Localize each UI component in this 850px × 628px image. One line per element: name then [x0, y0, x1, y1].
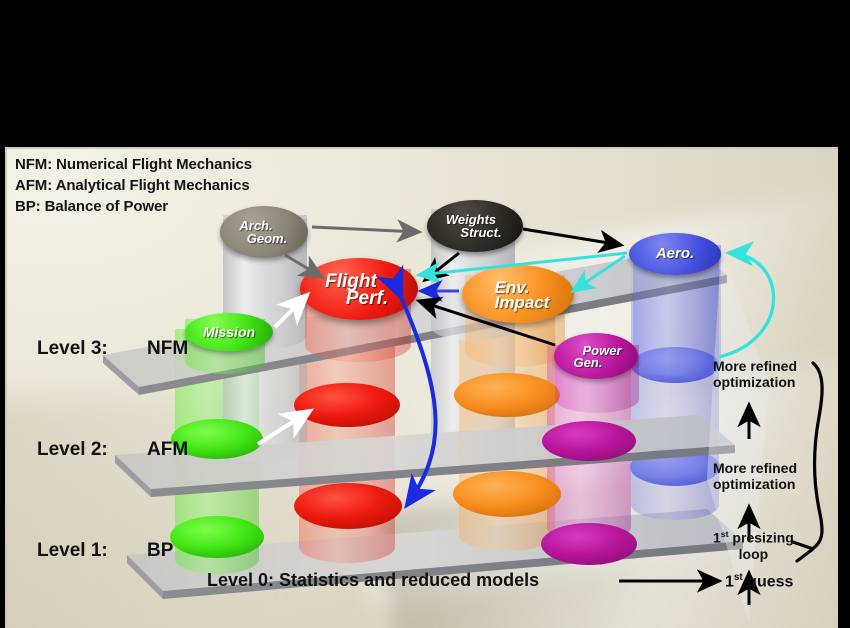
arrow-aero-to-flight [415, 251, 628, 284]
legend-line-nfm: NFM: Numerical Flight Mechanics [15, 156, 252, 173]
caption-mid-line1: More refined [713, 460, 798, 476]
caption-more-refined-top: More refined optimization [713, 358, 797, 390]
arrow-mission-to-flight [273, 291, 311, 329]
node-arch-geom[interactable]: Arch. Geom. [220, 206, 308, 258]
level-2-abbr: AFM [147, 439, 189, 460]
arrow-weights-to-aero [522, 227, 625, 253]
caption-presizing-loop: 1st presizing loop [713, 526, 794, 562]
arrow-power-to-flight [415, 296, 556, 347]
node-arch-line2: Geom. [246, 231, 288, 246]
right-brace-tip [791, 540, 815, 563]
level-1-abbr: BP [147, 540, 174, 561]
right-brace [810, 361, 824, 551]
presizing-line2: loop [738, 545, 769, 562]
diagram-panel: NFM: Numerical Flight Mechanics AFM: Ana… [5, 147, 838, 628]
node-arch-line1: Arch. [239, 217, 273, 233]
arrow-arch-to-flight [284, 253, 326, 279]
caption-top-line2: optimization [713, 374, 796, 390]
arrow-flight-vertical-loop [376, 264, 438, 509]
legend-line-bp: BP: Balance of Power [15, 198, 169, 215]
arrow-level2-green-to-red [256, 408, 315, 446]
arrow-weights-to-flight [422, 251, 460, 283]
level-2-label: Level 2: [37, 439, 108, 460]
presizing-line1: 1st presizing [713, 529, 794, 546]
node-mission-label: Mission [202, 323, 256, 340]
level-1-label: Level 1: [37, 540, 108, 561]
arrow-aero-refinement-loop [718, 241, 776, 359]
level-3-label: Level 3: [37, 338, 108, 359]
caption-top-line1: More refined [713, 358, 798, 374]
caption-mid-line2: optimization [713, 476, 796, 492]
arrow-aero-to-env [570, 254, 626, 294]
arrow-arch-to-weights [311, 219, 423, 243]
first-guess-label: 1st guess [725, 572, 794, 591]
caption-more-refined-mid: More refined optimization [713, 460, 797, 492]
legend: NFM: Numerical Flight Mechanics AFM: Ana… [15, 154, 252, 217]
level-3-abbr: NFM [147, 338, 189, 359]
legend-line-afm: AFM: Analytical Flight Mechanics [15, 177, 250, 194]
level-0-caption: Level 0: Statistics and reduced models [207, 570, 540, 590]
node-mission[interactable]: Mission [185, 313, 273, 351]
